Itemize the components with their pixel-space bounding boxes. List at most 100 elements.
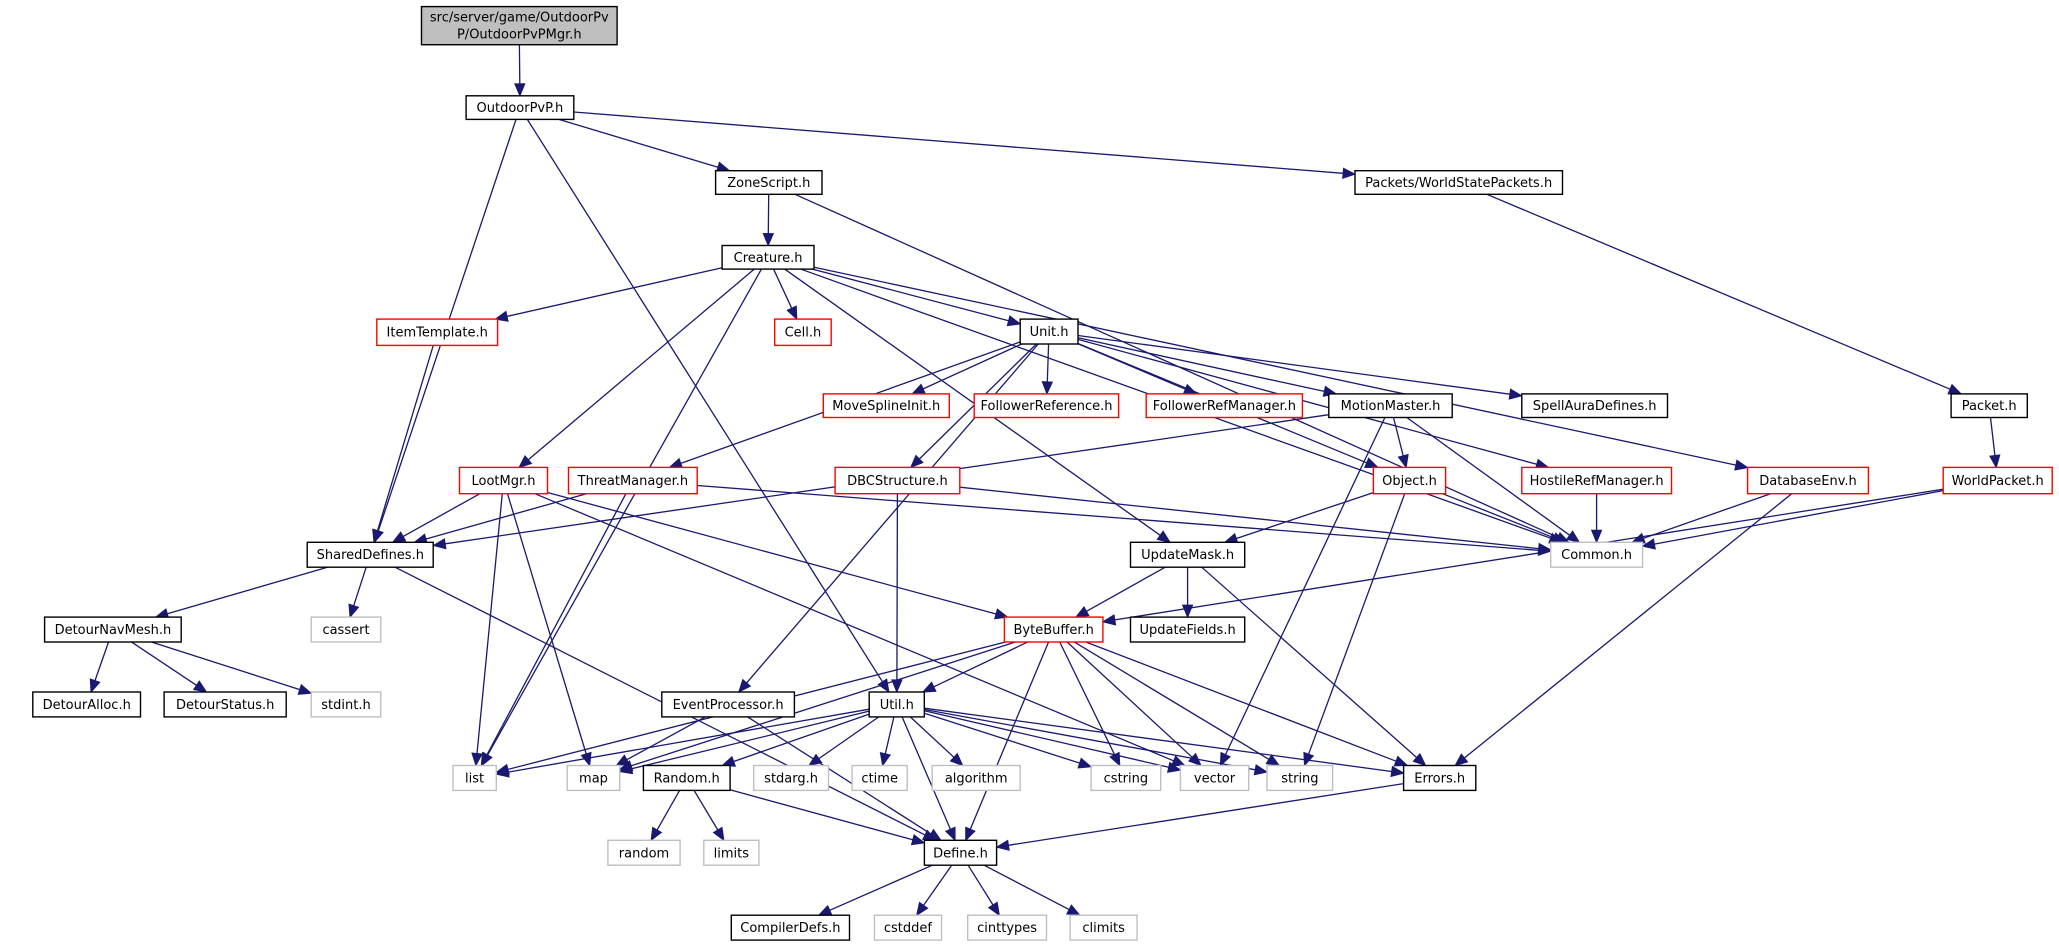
node-compilerdefs-h[interactable]: CompilerDefs.h xyxy=(730,914,851,941)
node-random[interactable]: random xyxy=(607,839,681,866)
node-bytebuffer-h[interactable]: ByteBuffer.h xyxy=(1003,616,1104,643)
node-packet-h[interactable]: Packet.h xyxy=(1950,393,2028,419)
node-detourstatus-h[interactable]: DetourStatus.h xyxy=(163,691,287,718)
node-label: FollowerRefManager.h xyxy=(1153,399,1296,414)
node-box xyxy=(923,839,998,866)
node-itemtemplate-h[interactable]: ItemTemplate.h xyxy=(376,318,499,347)
edge-util-h-to-vector xyxy=(924,710,1182,773)
node-updatefields-h[interactable]: UpdateFields.h xyxy=(1129,616,1246,643)
arrowhead-icon xyxy=(391,531,407,543)
node-stdint-h[interactable]: stdint.h xyxy=(310,691,382,718)
node-algorithm[interactable]: algorithm xyxy=(931,764,1021,792)
node-followerreference-h[interactable]: FollowerReference.h xyxy=(973,393,1120,419)
node-common-h[interactable]: Common.h xyxy=(1549,541,1644,568)
node-box xyxy=(1942,466,2053,495)
node-worldpacket-h[interactable]: WorldPacket.h xyxy=(1942,466,2053,495)
node-followerrefmanager-h[interactable]: FollowerRefManager.h xyxy=(1145,393,1304,419)
node-detournavmesh-h[interactable]: DetourNavMesh.h xyxy=(43,616,182,643)
arrowhead-icon xyxy=(786,305,798,321)
node-unit-h[interactable]: Unit.h xyxy=(1019,318,1079,345)
node-box xyxy=(1129,541,1246,568)
edge-lootmgr-h-to-bytebuffer-h xyxy=(547,491,1009,620)
node-threatmanager-h[interactable]: ThreatManager.h xyxy=(567,466,698,495)
edge-line xyxy=(1077,338,1537,465)
node-packets-worldstatepackets-h[interactable]: Packets/WorldStatePackets.h xyxy=(1354,169,1564,195)
edge-worldpacket-h-to-bytebuffer-h xyxy=(1101,488,1944,626)
edge-util-h-to-cstring xyxy=(924,712,1093,769)
edge-motionmaster-h-to-common-h xyxy=(1406,416,1581,544)
node-label: ThreatManager.h xyxy=(577,474,688,489)
node-box xyxy=(1950,393,2028,419)
node-motionmaster-h[interactable]: MotionMaster.h xyxy=(1328,393,1453,419)
node-vector[interactable]: vector xyxy=(1179,764,1250,792)
edge-packets-worldstatepackets-h-to-packet-h xyxy=(1486,193,1963,395)
node-shareddefines-h[interactable]: SharedDefines.h xyxy=(306,541,434,568)
arrowhead-icon xyxy=(1219,751,1231,767)
node-climits[interactable]: climits xyxy=(1069,914,1138,941)
node-label: ctime xyxy=(861,772,898,787)
node-label: ZoneScript.h xyxy=(727,176,810,191)
arrowhead-icon xyxy=(712,826,725,842)
edge-line xyxy=(1442,493,1555,539)
node-limits[interactable]: limits xyxy=(703,839,760,866)
node-util-h[interactable]: Util.h xyxy=(868,691,926,718)
edge-line xyxy=(1077,337,1325,393)
node-creature-h[interactable]: Creature.h xyxy=(721,244,815,270)
node-map[interactable]: map xyxy=(566,764,621,792)
node-lootmgr-h[interactable]: LootMgr.h xyxy=(458,466,549,495)
edge-line xyxy=(829,864,933,911)
node-updatemask-h[interactable]: UpdateMask.h xyxy=(1129,541,1246,568)
arrowhead-icon xyxy=(1265,754,1281,767)
node-hostilerefmanager-h[interactable]: HostileRefManager.h xyxy=(1521,466,1673,495)
arrowhead-icon xyxy=(1390,765,1405,778)
node-label: MoveSplineInit.h xyxy=(832,399,940,414)
node-detouralloc-h[interactable]: DetourAlloc.h xyxy=(32,691,142,718)
node-label: HostileRefManager.h xyxy=(1530,474,1664,489)
node-ctime[interactable]: ctime xyxy=(851,764,908,792)
node-databaseenv-h[interactable]: DatabaseEnv.h xyxy=(1746,466,1870,495)
node-cell-h[interactable]: Cell.h xyxy=(774,318,832,347)
node-label: DatabaseEnv.h xyxy=(1759,474,1857,489)
edge-creature-h-to-unit-h xyxy=(812,268,1022,327)
node-object-h[interactable]: Object.h xyxy=(1372,466,1447,495)
edge-line xyxy=(486,493,627,756)
node-cstring[interactable]: cstring xyxy=(1090,764,1162,792)
edge-line xyxy=(94,641,110,681)
node-label: Packet.h xyxy=(1962,399,2017,414)
node-zonescript-h[interactable]: ZoneScript.h xyxy=(714,169,823,195)
arrowhead-icon xyxy=(495,766,510,778)
node-errors-h[interactable]: Errors.h xyxy=(1402,764,1477,792)
node-cstddef[interactable]: cstddef xyxy=(873,914,943,941)
node-box xyxy=(873,914,943,941)
node-label: CompilerDefs.h xyxy=(740,921,840,936)
edge-detournavmesh-h-to-detourstatus-h xyxy=(131,641,208,693)
node-cassert[interactable]: cassert xyxy=(310,616,382,643)
edge-shareddefines-h-to-cassert xyxy=(348,566,367,619)
node-list[interactable]: list xyxy=(452,764,497,792)
node-box xyxy=(1145,393,1304,419)
edge-line xyxy=(506,493,587,755)
edge-line xyxy=(784,268,1161,536)
node-outdoorpvp-h[interactable]: OutdoorPvP.h xyxy=(465,95,575,121)
node-eventprocessor-h[interactable]: EventProcessor.h xyxy=(661,691,796,718)
node-dbcstructure-h[interactable]: DBCStructure.h xyxy=(834,466,961,495)
node-cinttypes[interactable]: cinttypes xyxy=(967,914,1048,941)
node-label: climits xyxy=(1082,921,1125,936)
node-string[interactable]: string xyxy=(1266,764,1334,792)
node-stdarg-h[interactable]: stdarg.h xyxy=(753,764,830,792)
arrowhead-icon xyxy=(514,83,526,98)
node-define-h[interactable]: Define.h xyxy=(923,839,998,866)
node-label: Common.h xyxy=(1561,548,1632,563)
edge-line xyxy=(1201,566,1418,758)
node-movesplineinit-h[interactable]: MoveSplineInit.h xyxy=(822,393,950,419)
edge-define-h-to-compilerdefs-h xyxy=(817,864,933,916)
node-spellauradefines-h[interactable]: SpellAuraDefines.h xyxy=(1521,393,1669,419)
arrowhead-icon xyxy=(1364,457,1379,469)
node-label: cassert xyxy=(322,623,369,638)
edge-line xyxy=(924,708,1256,771)
node-random-h[interactable]: Random.h xyxy=(642,764,731,792)
edge-line xyxy=(151,641,300,691)
arrowhead-icon xyxy=(1166,761,1182,773)
edge-zonescript-h-to-creature-h xyxy=(762,194,775,247)
